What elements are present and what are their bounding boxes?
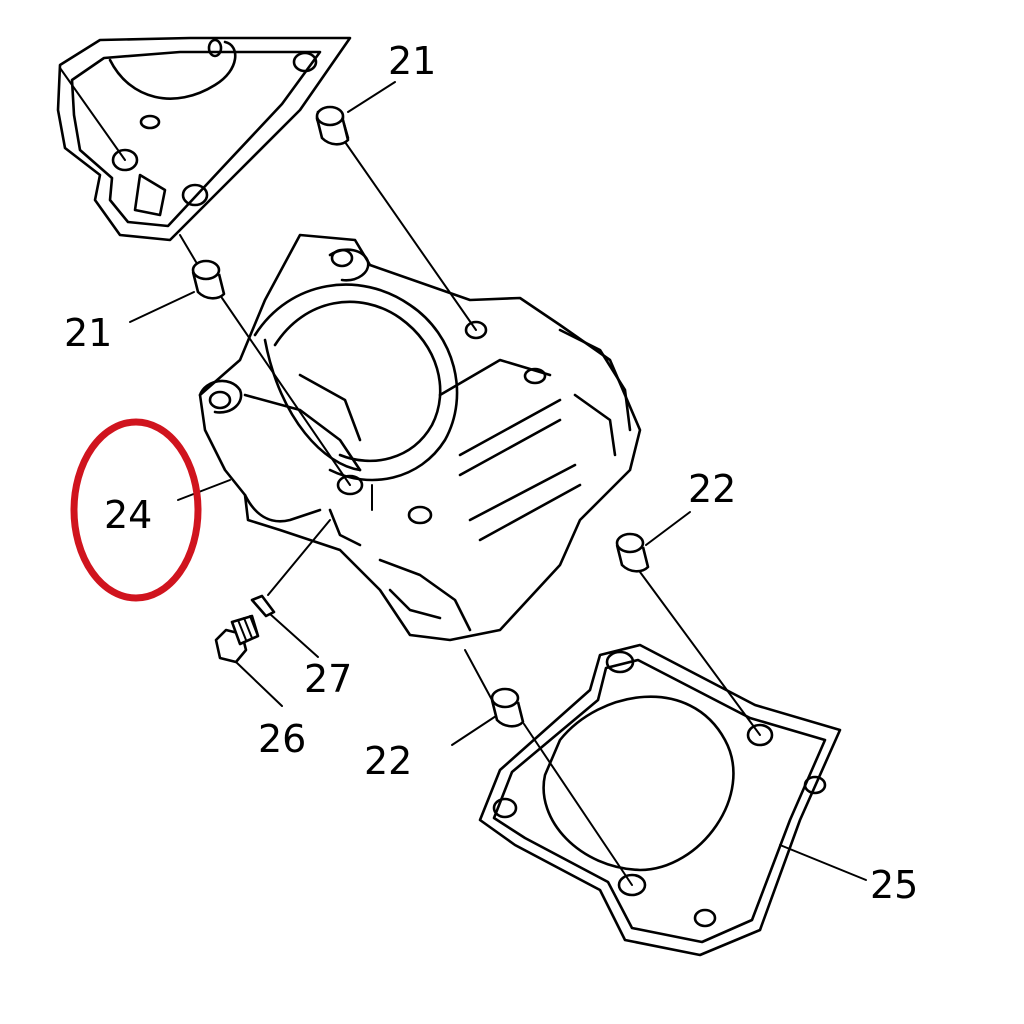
head-gasket: [56, 36, 352, 242]
label-26: 26: [258, 717, 306, 761]
label-leaders: [129, 81, 867, 881]
dowel-pin-22-bottom: [490, 687, 525, 728]
dowel-pin-21-top: [315, 105, 350, 146]
label-22-right: 22: [688, 467, 736, 511]
cylinder-gasket-25: [478, 643, 842, 957]
highlight-circle: [70, 418, 202, 602]
cylinder: [198, 233, 642, 642]
label-22-bottom: 22: [364, 739, 412, 783]
label-27: 27: [304, 657, 352, 701]
label-21-top: 21: [388, 39, 436, 83]
label-24: 24: [104, 493, 152, 537]
dowel-pin-22-right: [615, 532, 650, 573]
assembly-lines: [59, 67, 761, 886]
label-21-left: 21: [64, 311, 112, 355]
bolt-26: [214, 614, 260, 664]
pin-27: [250, 594, 276, 618]
label-25: 25: [870, 863, 918, 907]
dowel-pin-21-left: [191, 259, 226, 300]
